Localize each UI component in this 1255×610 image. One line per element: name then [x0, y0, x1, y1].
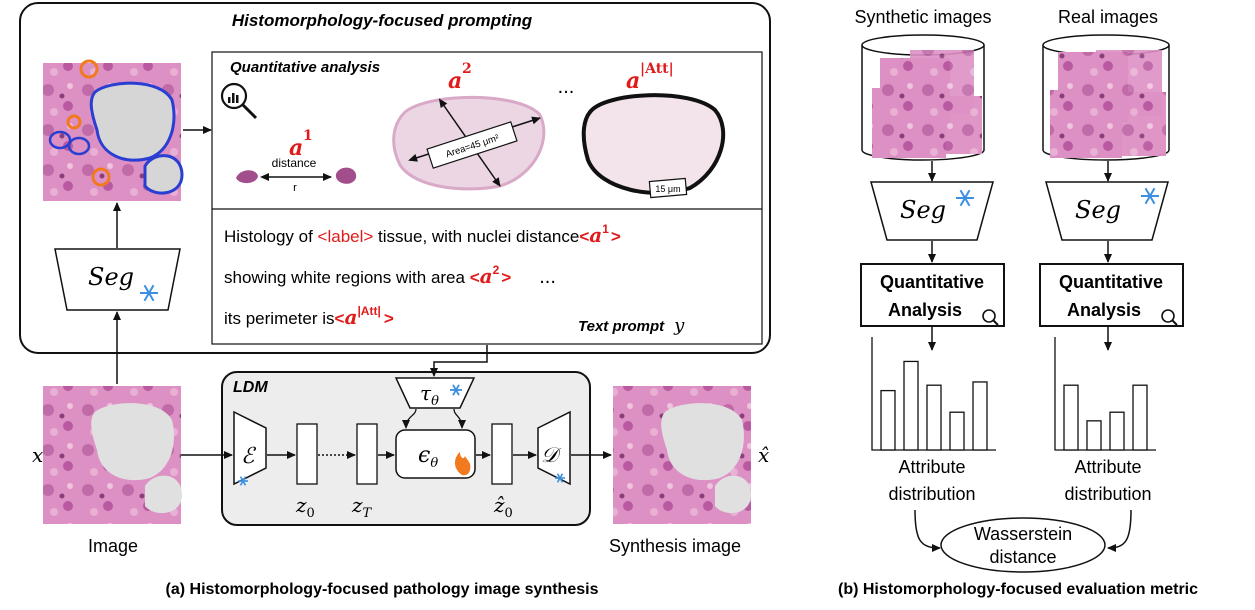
- snowflake-icon: [1141, 187, 1159, 205]
- qa-real-line2: Analysis: [1067, 300, 1141, 320]
- attr-dist-synthetic-line2: distribution: [888, 484, 975, 504]
- decoder-block: [537, 410, 571, 486]
- decoder-label: 𝒟: [541, 443, 562, 467]
- a-att-sup: |Att|: [640, 61, 674, 77]
- attr-dist-synthetic-line1: Attribute: [898, 457, 965, 477]
- histogram-bar: [1086, 420, 1102, 451]
- histogram-bar: [972, 381, 988, 451]
- seg-label-synthetic: Seg: [900, 196, 946, 224]
- input-image: [43, 386, 182, 524]
- wasserstein-ellipse: [940, 517, 1106, 573]
- real-images-cylinder: [1042, 34, 1170, 161]
- snowflake-icon: [956, 189, 974, 207]
- zT-label: zT: [351, 493, 373, 521]
- eps-label: ϵθ: [418, 443, 438, 471]
- zhat-block: [491, 423, 513, 485]
- histogram-bar: [880, 389, 896, 451]
- prompting-panel-title: Histomorphology-focused prompting: [232, 11, 533, 30]
- tau-block: [394, 377, 476, 409]
- a-att-symbol: a: [626, 68, 640, 94]
- histogram-bar: [903, 360, 919, 451]
- prompting-panel: [19, 2, 771, 354]
- nucleus-right: [335, 167, 357, 184]
- a1-distance-label: distance: [272, 156, 317, 170]
- snowflake-icon: [450, 384, 462, 396]
- r-label: r: [293, 182, 297, 194]
- z0-block: [296, 423, 318, 485]
- arrow-tau-to-eps-left: [402, 408, 417, 429]
- quant-ellipsis: ...: [558, 76, 575, 98]
- seg-block-synthetic: [870, 181, 994, 241]
- qa-synthetic-line2: Analysis: [888, 300, 962, 320]
- encoder-label: ℰ: [241, 444, 257, 469]
- x-label: x: [32, 443, 43, 467]
- quant-prompt-box: [211, 51, 763, 345]
- arrow-syn-to-wasserstein: [914, 509, 941, 552]
- prompt-line-2: showing white regions with area <a2>...: [224, 263, 556, 288]
- a2-sup: 2: [462, 61, 472, 77]
- seg-label-left: Seg: [88, 263, 134, 291]
- synthesis-image: [613, 386, 751, 524]
- a2-symbol: a: [448, 68, 462, 94]
- zT-block: [356, 423, 378, 485]
- seg-block-real: [1045, 181, 1169, 241]
- magnifier-chart-icon: [220, 82, 258, 120]
- encoder-block: [233, 410, 267, 486]
- qa-box-real: [1039, 263, 1184, 327]
- ldm-title: LDM: [233, 379, 268, 396]
- xhat-label: x̂: [758, 443, 769, 467]
- synthetic-images-cylinder: [861, 34, 985, 161]
- perimeter-shape: [581, 93, 726, 195]
- qa-real-line1: Quantitative: [1059, 272, 1163, 292]
- magnifier-chart-icon: [1161, 309, 1178, 326]
- fire-icon: [455, 452, 471, 476]
- perimeter-label: 15 μm: [655, 184, 680, 194]
- area-label-box: [426, 121, 518, 169]
- a1-sup: 1: [303, 128, 313, 144]
- snowflake-icon: [555, 473, 565, 483]
- prompt-line-1: Histology of <label> tissue, with nuclei…: [224, 222, 621, 247]
- wasserstein-line1: Wasserstein: [974, 524, 1072, 544]
- arrow-tau-to-eps-right: [453, 408, 466, 429]
- histogram-synthetic: [871, 337, 996, 451]
- perimeter-label-box: [648, 177, 688, 199]
- histogram-bar: [1063, 384, 1079, 451]
- quant-title: Quantitative analysis: [230, 59, 380, 76]
- synthetic-images-title: Synthetic images: [854, 7, 991, 27]
- qa-box-synthetic: [860, 263, 1005, 327]
- histogram-bar: [926, 384, 942, 451]
- histogram-bar: [1132, 384, 1148, 451]
- seg-label-real: Seg: [1075, 196, 1121, 224]
- tau-label: τθ: [420, 381, 439, 409]
- a1-symbol: a: [289, 135, 303, 161]
- snowflake-icon: [238, 476, 248, 486]
- arrow-prompt-to-tau: [430, 345, 488, 377]
- attr-dist-real-line2: distribution: [1064, 484, 1151, 504]
- image-caption: Image: [88, 536, 138, 556]
- histogram-bar: [1109, 411, 1125, 451]
- zhat-label: ẑ0: [493, 493, 513, 521]
- real-images-title: Real images: [1058, 7, 1158, 27]
- histogram-bar: [949, 411, 965, 451]
- histogram-real: [1054, 337, 1156, 451]
- attr-dist-real-line1: Attribute: [1074, 457, 1141, 477]
- prompt-line-3: its perimeter is<a|Att|>: [224, 304, 394, 329]
- eps-block: [395, 429, 476, 479]
- magnifier-chart-icon: [982, 309, 999, 326]
- nucleus-left: [236, 170, 258, 184]
- snowflake-icon: [140, 284, 158, 302]
- subcaption-a: (a) Histomorphology-focused pathology im…: [166, 581, 599, 598]
- arrow-real-to-wasserstein: [1107, 509, 1132, 552]
- synth-caption: Synthesis image: [609, 536, 741, 556]
- subcaption-b: (b) Histomorphology-focused evaluation m…: [838, 581, 1198, 598]
- z0-label: z0: [295, 493, 315, 521]
- wasserstein-line2: distance: [989, 547, 1056, 567]
- segmented-tissue-image: [43, 59, 184, 201]
- qa-synthetic-line1: Quantitative: [880, 272, 984, 292]
